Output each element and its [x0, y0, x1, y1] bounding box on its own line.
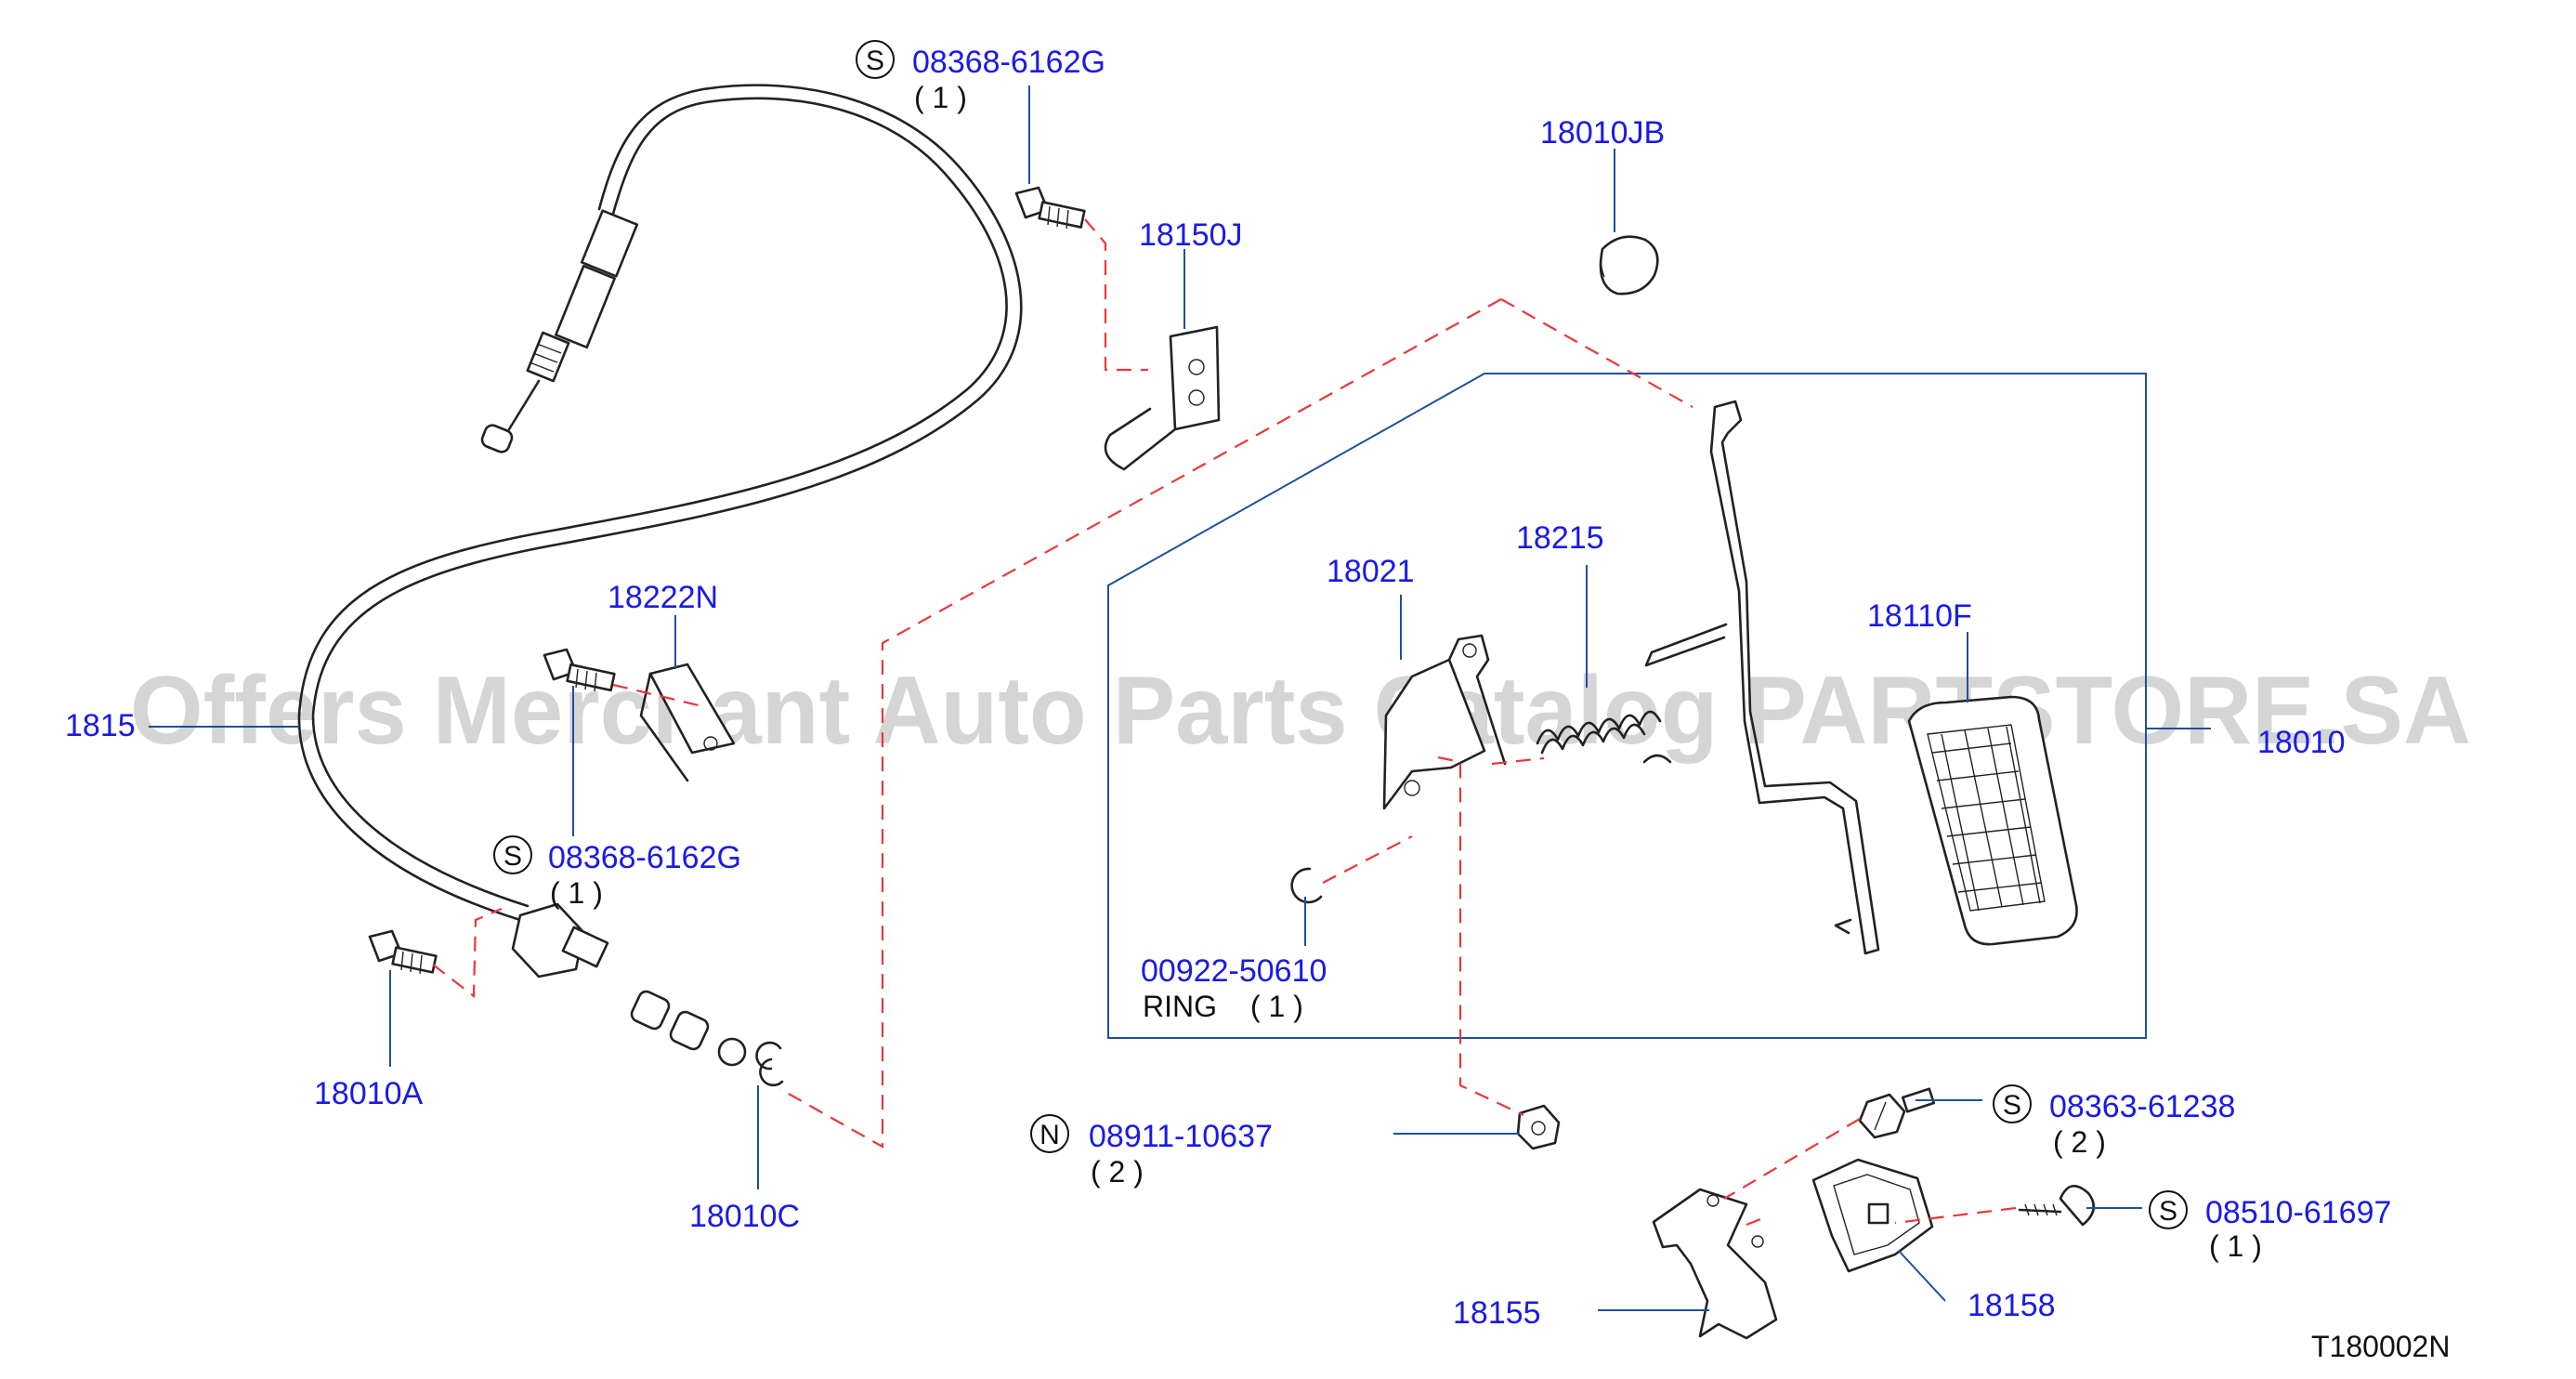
leader-lines [149, 85, 2211, 1311]
standard-part-symbol [2149, 1190, 2188, 1229]
label-18010JB: 18010JB [1540, 115, 1665, 151]
label-18215: 18215 [1516, 520, 1604, 556]
pedal-pad-18110F [1907, 695, 2078, 946]
e-ring [1290, 867, 1323, 904]
nut-08911 [1516, 1104, 1561, 1150]
ring-quantity: ( 1 ) [1250, 990, 1303, 1023]
diagram-code: T180002N [2311, 1330, 2450, 1363]
bracket-18021 [1382, 634, 1507, 810]
label-00922-50610: 00922-50610 [1141, 953, 1327, 989]
quantity: ( 1 ) [2209, 1229, 2262, 1263]
standard-part-symbol [1993, 1084, 2032, 1123]
part-number: 08368-6162G [912, 45, 1105, 80]
label-ring: RING [1143, 990, 1217, 1023]
label-1815x: 1815 [65, 708, 136, 743]
bolt-18010A [368, 929, 438, 975]
quantity: ( 2 ) [2053, 1125, 2106, 1159]
label-18158: 18158 [1968, 1288, 2056, 1323]
label-18010: 18010 [2257, 725, 2346, 760]
label-18010C: 18010C [689, 1199, 800, 1234]
dashed-assembly-lines [432, 218, 2017, 1227]
callout-s3: S 08363-61238 ( 2 ) [1993, 1084, 2235, 1159]
symbol-text: S [2159, 1196, 2177, 1227]
part-number: 08368-6162G [548, 840, 741, 875]
part-number: 08911-10637 [1089, 1119, 1273, 1154]
quantity: ( 2 ) [1091, 1155, 1144, 1189]
callout-n1: N 08911-10637 ( 2 ) [1030, 1114, 1273, 1189]
symbol-text: S [2003, 1090, 2021, 1121]
part-number: 08510-61697 [2205, 1195, 2391, 1230]
symbol-text: S [866, 46, 884, 76]
screw-08510 [2018, 1185, 2096, 1227]
bracket-18150J [1104, 325, 1221, 471]
label-18110F: 18110F [1867, 598, 1972, 634]
bracket-18158 [1811, 1158, 1934, 1273]
symbol-text: N [1040, 1120, 1060, 1150]
callout-s1: S 08368-6162G ( 1 ) [856, 40, 1105, 114]
clip-18010JB [1599, 235, 1659, 296]
callout-s2: S 08368-6162G ( 1 ) [493, 835, 741, 910]
label-18021: 18021 [1327, 554, 1415, 589]
label-18010A: 18010A [314, 1076, 424, 1111]
bolt-top [1014, 186, 1086, 230]
quantity: ( 1 ) [914, 81, 967, 114]
quantity: ( 1 ) [550, 876, 603, 910]
nut-symbol [1030, 1114, 1069, 1153]
bolt-08363 [1858, 1087, 1936, 1139]
standard-part-symbol [493, 835, 532, 874]
symbol-text: S [503, 841, 522, 872]
label-18222N: 18222N [608, 580, 718, 615]
throttle-cable [297, 84, 1023, 1087]
e-ring-18010C [755, 1041, 782, 1070]
bracket-18155 [1652, 1188, 1778, 1340]
watermark-text: Offers Merchant Auto Parts Catalog PARTS… [130, 657, 2471, 765]
assembly-outline [1107, 373, 2147, 1039]
pedal-arm [1644, 400, 1880, 955]
label-18150J: 18150J [1139, 217, 1243, 253]
standard-part-symbol [856, 40, 895, 79]
label-18155: 18155 [1453, 1295, 1541, 1331]
callout-s4: S 08510-61697 ( 1 ) [2149, 1190, 2391, 1263]
part-number: 08363-61238 [2049, 1089, 2235, 1124]
spring-18215 [1536, 710, 1672, 764]
